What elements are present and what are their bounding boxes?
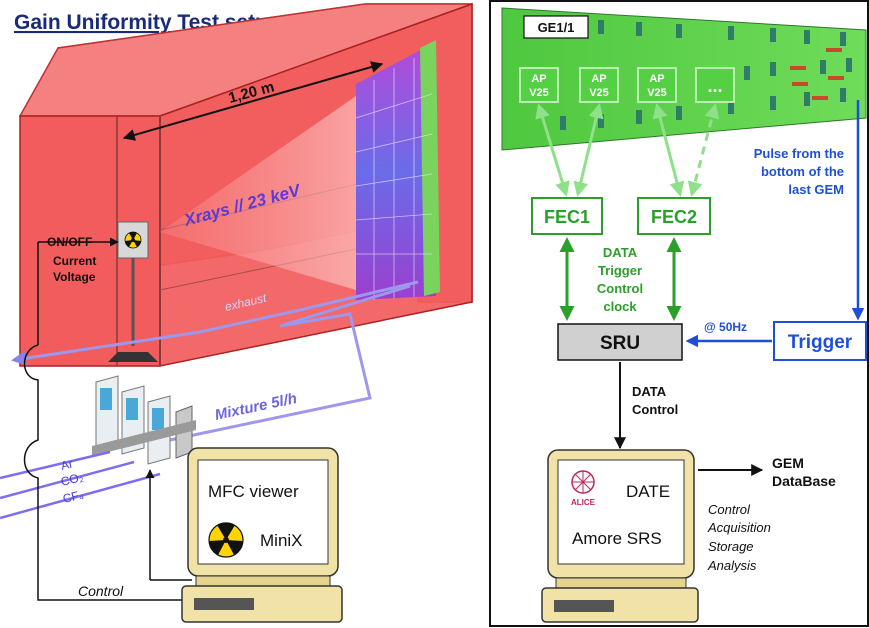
pcb-pins bbox=[790, 48, 844, 100]
rate-label: @ 50Hz bbox=[704, 320, 747, 334]
detector-label: GE1/1 bbox=[538, 20, 575, 35]
apv-chip-1: AP V25 bbox=[519, 67, 559, 103]
svg-text:AP: AP bbox=[591, 73, 606, 85]
gas-lines bbox=[0, 450, 161, 520]
sru-data-label: DATA bbox=[632, 384, 667, 399]
fec1-label: FEC1 bbox=[544, 207, 590, 227]
trigger-label: Trigger bbox=[788, 332, 853, 353]
task-analysis: Analysis bbox=[707, 558, 757, 573]
apv-fec-arrows bbox=[535, 103, 720, 197]
svg-text:V25: V25 bbox=[647, 87, 667, 99]
voltage-label: Voltage bbox=[53, 270, 96, 284]
task-storage: Storage bbox=[708, 539, 754, 554]
control-loop bbox=[23, 344, 210, 601]
left-control-label: Control bbox=[78, 583, 124, 599]
gem-db-line2: DataBase bbox=[772, 473, 836, 489]
signal-data: DATA bbox=[603, 245, 638, 260]
alice-label: ALICE bbox=[571, 498, 596, 507]
xray-source bbox=[108, 221, 158, 362]
svg-text:V25: V25 bbox=[589, 87, 609, 99]
svg-text:...: ... bbox=[707, 76, 722, 96]
sru-control-label: Control bbox=[632, 402, 678, 417]
date-label: DATE bbox=[626, 482, 670, 501]
detector-label-box bbox=[523, 15, 589, 39]
pulse-line2: bottom of the bbox=[761, 164, 844, 179]
gem-grid bbox=[355, 58, 433, 300]
svg-text:V25: V25 bbox=[529, 87, 549, 99]
apv-chip-3: AP V25 bbox=[637, 67, 677, 103]
signal-clock: clock bbox=[603, 299, 637, 314]
mass-flow-controllers bbox=[92, 375, 196, 465]
trigger-box bbox=[773, 321, 867, 361]
monitor-minix: MiniX bbox=[260, 531, 303, 550]
apv-chip-more: ... bbox=[695, 67, 735, 103]
gas-cf4-label: CF₄ bbox=[61, 487, 85, 506]
current-label: Current bbox=[53, 254, 96, 268]
sru-box bbox=[557, 323, 683, 361]
task-acquisition: Acquisition bbox=[707, 520, 771, 535]
exhaust-line bbox=[11, 280, 419, 366]
fec1-box bbox=[531, 197, 603, 235]
pulse-line3: last GEM bbox=[788, 182, 844, 197]
gas-ar-label: Ar bbox=[59, 456, 74, 472]
gem-detector-edge bbox=[420, 40, 440, 296]
task-control: Control bbox=[708, 502, 751, 517]
svg-text:AP: AP bbox=[649, 73, 664, 85]
mixture-label: Mixture 5l/h bbox=[213, 390, 298, 424]
signal-trigger: Trigger bbox=[598, 263, 642, 278]
left-panel: Gain Uniformity Test setup bbox=[0, 2, 473, 623]
fec2-box bbox=[637, 197, 711, 235]
svg-text:AP: AP bbox=[531, 73, 546, 85]
signal-control: Control bbox=[597, 281, 643, 296]
mixture-line bbox=[169, 284, 411, 442]
right-panel: GE1/1 AP V25 AP V25 AP V25 ... bbox=[489, 0, 869, 627]
fec2-label: FEC2 bbox=[651, 207, 697, 227]
xray-beam bbox=[160, 96, 356, 290]
radiation-icon bbox=[208, 522, 244, 558]
sru-label: SRU bbox=[600, 333, 640, 354]
amore-label: Amore SRS bbox=[572, 529, 662, 548]
length-arrow bbox=[122, 61, 384, 141]
pulse-line1: Pulse from the bbox=[754, 146, 844, 161]
gas-co2-label: CO₂ bbox=[59, 470, 85, 489]
gem-db-line1: GEM bbox=[772, 455, 804, 471]
monitor-mfc-viewer: MFC viewer bbox=[208, 482, 299, 501]
apv-chip-2: AP V25 bbox=[579, 67, 619, 103]
left-computer bbox=[181, 447, 343, 623]
alice-logo bbox=[571, 470, 595, 494]
